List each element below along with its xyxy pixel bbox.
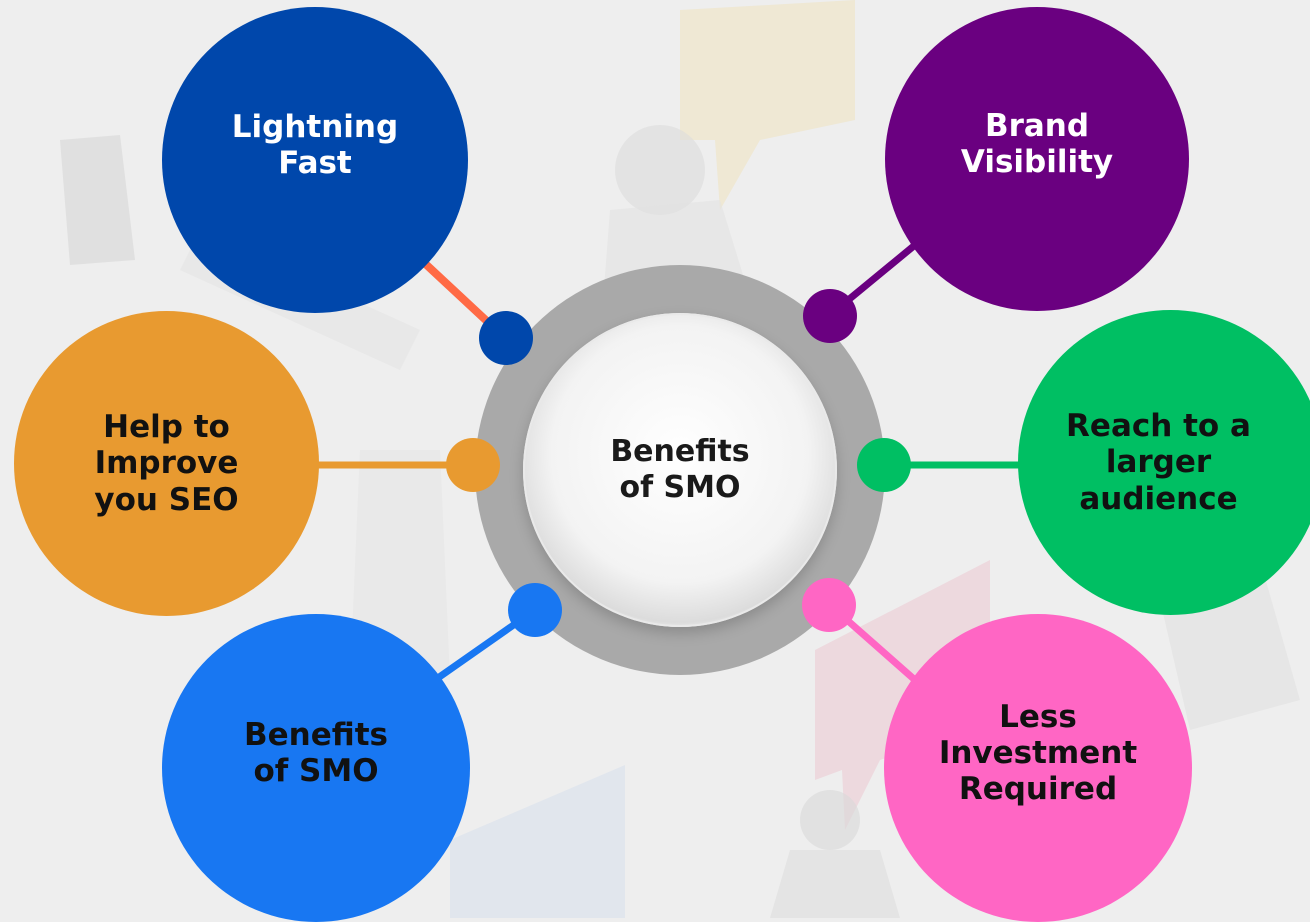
hub-label: Benefits of SMO: [610, 434, 750, 505]
connector-dot-help-improve-seo: [446, 438, 500, 492]
connector-dot-benefits-smo-node: [508, 583, 562, 637]
node-brand-visibility: Brand Visibility: [885, 7, 1189, 311]
node-help-improve-seo: Help to Improve you SEO: [14, 311, 319, 616]
connector-dot-lightning-fast: [479, 311, 533, 365]
node-label: Lightning Fast: [231, 108, 399, 181]
node-reach-larger-audience: Reach to a larger audience: [1018, 310, 1310, 615]
node-label: Less Investment Required: [938, 698, 1138, 808]
hub-center: Benefits of SMO: [523, 313, 837, 627]
connector-dot-reach-larger-audience: [857, 438, 911, 492]
connector-dot-less-investment: [802, 578, 856, 632]
node-label: Help to Improve you SEO: [94, 409, 239, 518]
node-label: Benefits of SMO: [244, 716, 388, 789]
node-less-investment: Less Investment Required: [884, 614, 1192, 922]
connector-dot-brand-visibility: [803, 289, 857, 343]
node-lightning-fast: Lightning Fast: [162, 7, 468, 313]
node-benefits-smo-node: Benefits of SMO: [162, 614, 470, 922]
node-label: Reach to a larger audience: [1066, 408, 1251, 517]
node-label: Brand Visibility: [960, 107, 1114, 180]
